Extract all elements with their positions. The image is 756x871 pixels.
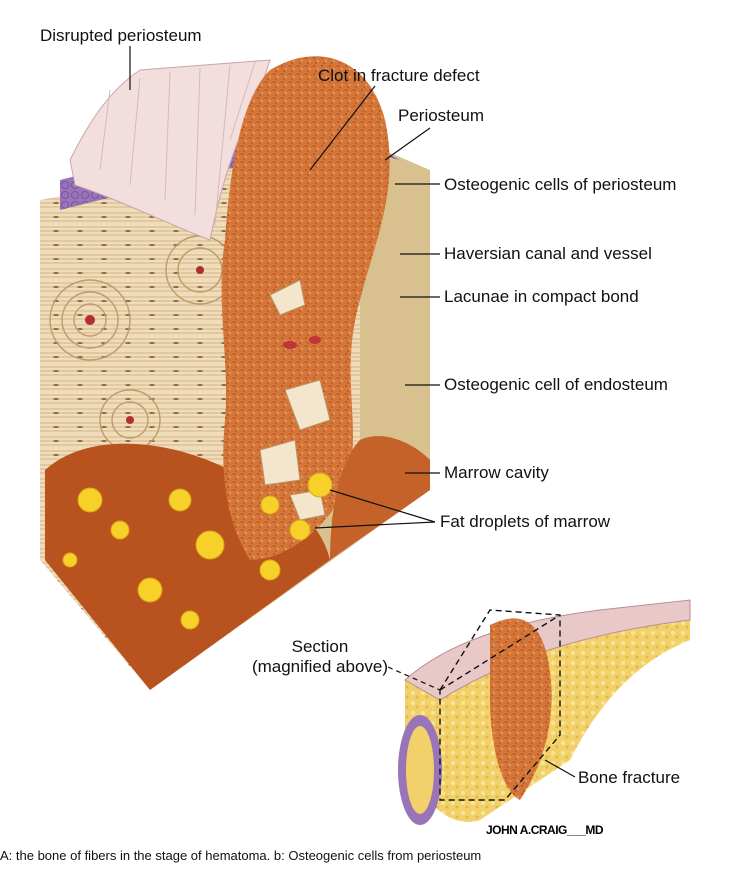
label-disrupted-periosteum: Disrupted periosteum bbox=[40, 26, 202, 45]
haversian-canal bbox=[196, 266, 204, 274]
haversian-canal bbox=[85, 315, 95, 325]
leader-lines bbox=[129, 46, 576, 778]
figure-caption: A: the bone of fibers in the stage of he… bbox=[0, 848, 482, 863]
vessel-in-clot bbox=[309, 336, 321, 344]
haversian-canal bbox=[126, 416, 134, 424]
leader-fat-1 bbox=[329, 489, 436, 523]
fracture-clot bbox=[221, 56, 390, 560]
whole-bone-view bbox=[398, 599, 691, 825]
bone-fracture-clot bbox=[490, 618, 552, 800]
label-marrow-cavity: Marrow cavity bbox=[444, 463, 549, 482]
label-osteogenic-periosteum: Osteogenic cells of periosteum bbox=[444, 175, 677, 194]
leader-fat-2 bbox=[314, 521, 436, 529]
leader-clot bbox=[309, 85, 376, 171]
right-face-marrow bbox=[330, 436, 430, 560]
magnified-block bbox=[40, 56, 430, 690]
label-periosteum: Periosteum bbox=[398, 106, 484, 125]
label-clot: Clot in fracture defect bbox=[318, 66, 480, 85]
bone-fragments bbox=[259, 279, 331, 521]
leader-periosteum bbox=[384, 127, 431, 161]
artist-signature: JOHN A.CRAIG___MD bbox=[486, 823, 604, 837]
label-fat-droplets: Fat droplets of marrow bbox=[440, 512, 611, 531]
section-outline bbox=[439, 609, 561, 801]
vessel-in-clot bbox=[283, 341, 297, 349]
label-lacunae: Lacunae in compact bond bbox=[444, 287, 639, 306]
label-section-sub: (magnified above) bbox=[251, 657, 389, 676]
label-haversian: Haversian canal and vessel bbox=[444, 244, 652, 263]
leader-section bbox=[387, 666, 441, 691]
bone-cross-section-marrow bbox=[406, 726, 434, 814]
leader-bone-fracture bbox=[544, 759, 576, 778]
label-section: Section bbox=[291, 637, 349, 656]
label-bone-fracture: Bone fracture bbox=[578, 768, 681, 787]
flap-fibers bbox=[99, 61, 256, 226]
label-osteogenic-endosteum: Osteogenic cell of endosteum bbox=[444, 375, 668, 394]
